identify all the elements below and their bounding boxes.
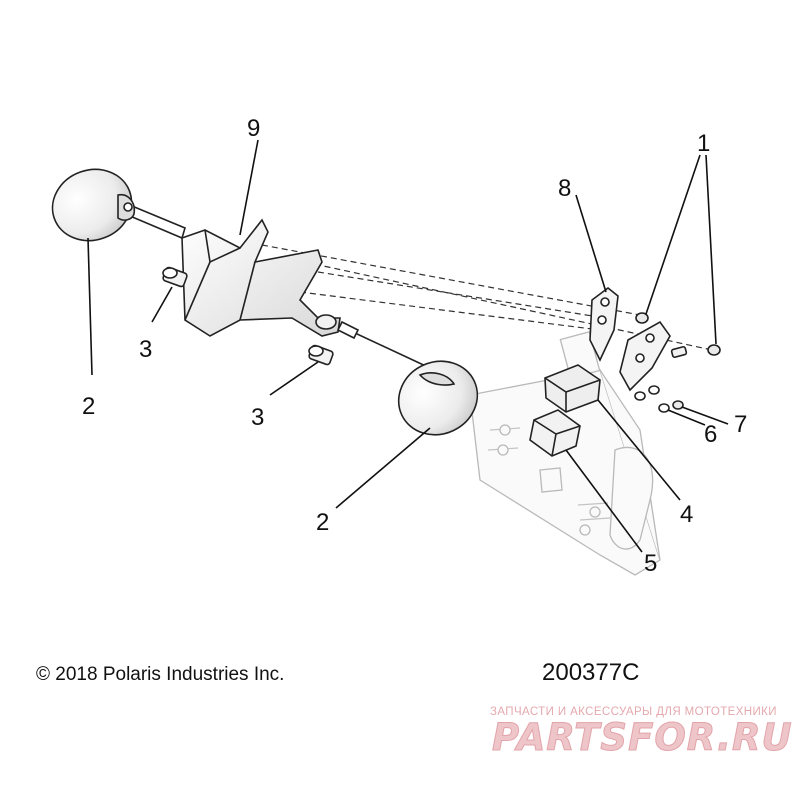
turn-signal-lamp-upper <box>51 168 186 242</box>
callout-4: 4 <box>680 501 693 528</box>
mounting-plate-bracket <box>589 286 671 392</box>
callout-2-lower: 2 <box>316 509 329 536</box>
nut-upper <box>635 312 649 324</box>
screw-upper <box>162 266 188 288</box>
alignment-lines <box>261 244 713 351</box>
bolt-small <box>670 345 688 359</box>
copyright-notice: © 2018 Polaris Industries Inc. <box>36 664 285 685</box>
nut-single <box>672 400 684 410</box>
callout-2-upper: 2 <box>82 393 95 420</box>
washer-single <box>658 403 670 413</box>
callout-3-upper: 3 <box>139 336 152 363</box>
screw-lower <box>308 344 334 366</box>
callout-3-lower: 3 <box>251 404 264 431</box>
callout-1: 1 <box>697 130 710 157</box>
callout-8: 8 <box>558 175 571 202</box>
callout-9: 9 <box>247 115 260 142</box>
callout-5: 5 <box>644 550 657 577</box>
watermark-tagline: ЗАПЧАСТИ И АКСЕССУАРЫ ДЛЯ МОТОТЕХНИКИ <box>490 706 777 718</box>
turn-signal-mount-bracket <box>181 218 341 337</box>
watermark-logo: PARTSFOR.RU <box>492 716 793 760</box>
turn-signal-lamp-lower <box>336 320 479 436</box>
callout-6: 6 <box>704 421 717 448</box>
leader-lines <box>87 139 729 553</box>
license-lamp-lens <box>529 409 581 457</box>
washer-pair <box>634 385 660 401</box>
drawing-number: 200377C <box>542 659 640 686</box>
callout-labels: 1 2 2 3 3 4 5 6 7 8 9 <box>82 115 747 577</box>
callout-7: 7 <box>734 411 747 438</box>
nut-lower <box>707 344 721 356</box>
